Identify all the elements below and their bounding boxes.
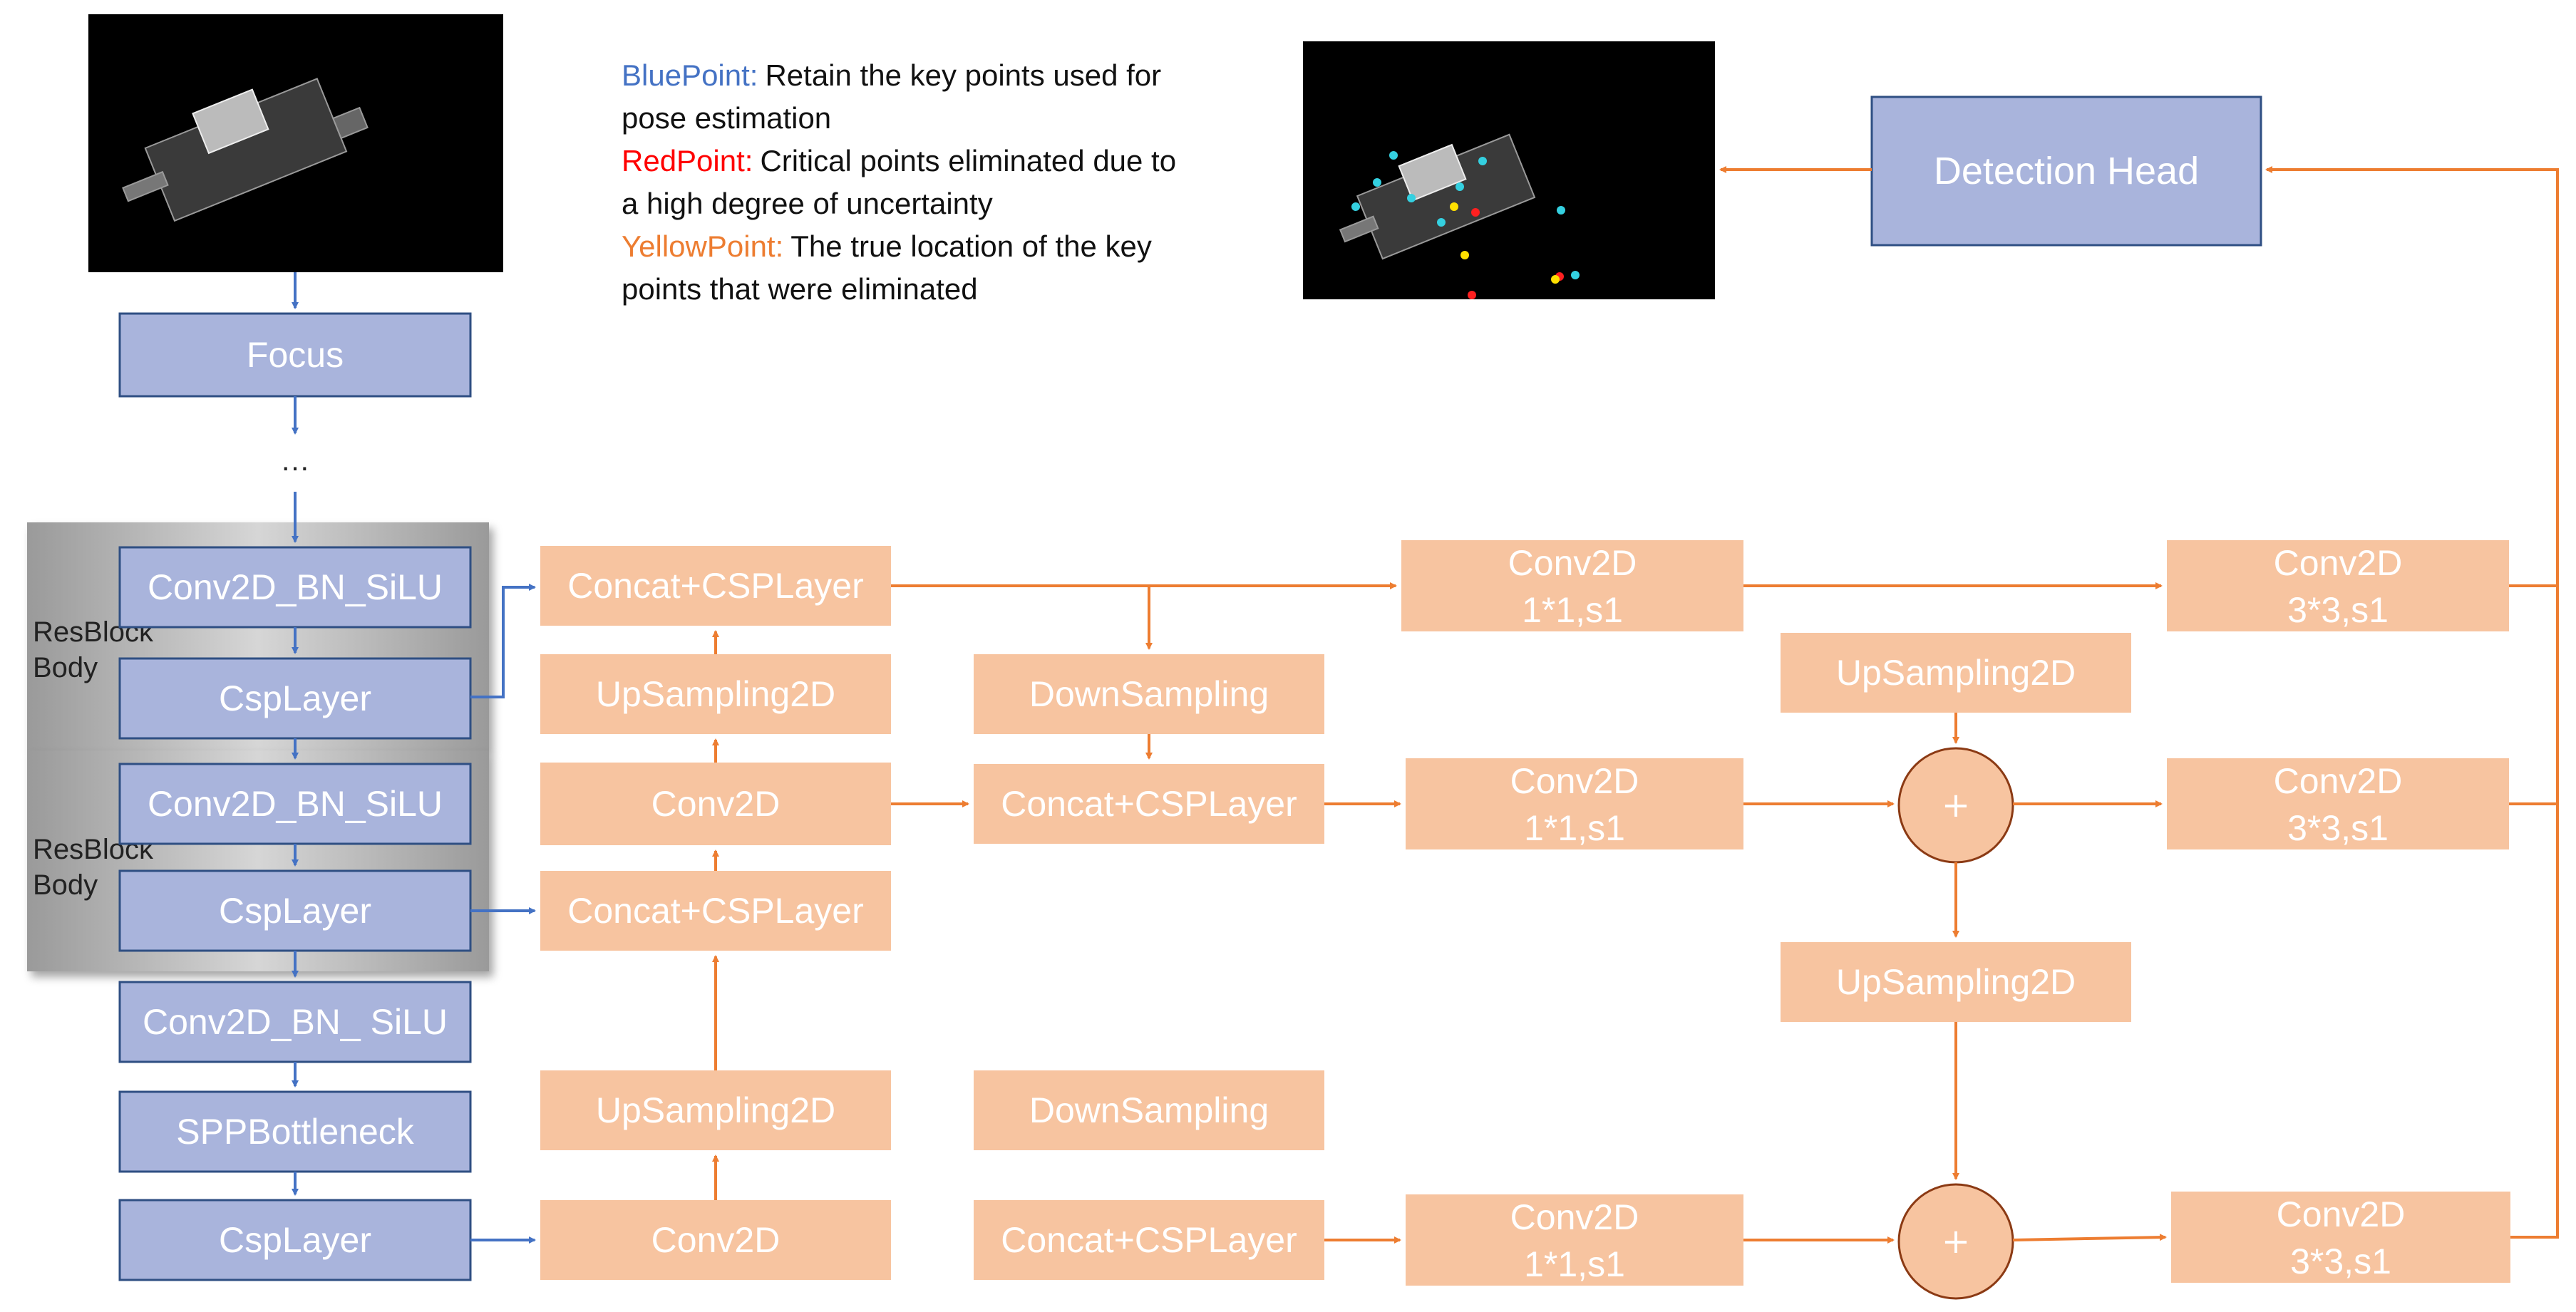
svg-text:Concat+CSPLayer: Concat+CSPLayer [567, 566, 864, 606]
resblock-label-2b: Body [33, 869, 98, 901]
backbone-arrows [292, 272, 536, 1244]
conv2d-1x1-box-top: Conv2D 1*1,s1 [1401, 540, 1743, 631]
csp-layer-box-3: CspLayer [118, 1199, 472, 1281]
svg-text:3*3,s1: 3*3,s1 [2290, 1241, 2391, 1281]
svg-text:DownSampling: DownSampling [1029, 1090, 1269, 1130]
red-keypoints [1468, 208, 1564, 299]
concat-csp-box-bottom: Concat+CSPLayer [974, 1200, 1324, 1280]
neck-arrows [712, 166, 2559, 1244]
upsampling-box-3: UpSampling2D [1781, 633, 2131, 713]
conv2d-bn-silu-box-1: Conv2D_BN_SiLU [118, 546, 472, 629]
svg-text:Conv2D_BN_SiLU: Conv2D_BN_SiLU [148, 784, 443, 824]
legend: BluePoint:Retain the key points used for… [622, 58, 1176, 306]
svg-text:UpSampling2D: UpSampling2D [596, 1090, 835, 1130]
upsampling-box-2: UpSampling2D [540, 1070, 891, 1150]
svg-text:3*3,s1: 3*3,s1 [2287, 590, 2389, 630]
concat-csp-box-mid: Concat+CSPLayer [540, 871, 891, 951]
svg-text:Detection Head: Detection Head [1934, 150, 2199, 192]
legend-blue-text-2: pose estimation [622, 101, 831, 135]
concat-csp-box-right: Concat+CSPLayer [974, 764, 1324, 844]
svg-text:+: + [1942, 785, 1970, 825]
input-image [88, 14, 503, 272]
svg-text:Conv2D: Conv2D [2277, 1194, 2406, 1234]
legend-yellow-text: The true location of the key [790, 229, 1152, 263]
svg-text:1*1,s1: 1*1,s1 [1522, 590, 1623, 630]
svg-text:Conv2D: Conv2D [1510, 1197, 1639, 1237]
svg-text:Conv2D: Conv2D [1510, 761, 1639, 801]
concat-csp-box-top: Concat+CSPLayer [540, 546, 891, 626]
svg-text:Conv2D: Conv2D [2274, 543, 2403, 583]
svg-text:DownSampling: DownSampling [1029, 674, 1269, 714]
conv2d-bn-silu-box-2: Conv2D_BN_SiLU [118, 763, 472, 845]
output-image [1303, 41, 1715, 299]
legend-yellow-text-2: points that were eliminated [622, 272, 978, 306]
downsampling-box-1: DownSampling [974, 654, 1324, 734]
svg-text:CspLayer: CspLayer [219, 1220, 371, 1260]
upsampling-box-4: UpSampling2D [1781, 942, 2131, 1022]
legend-blue-label: BluePoint: [622, 58, 758, 92]
focus-box: Focus [118, 312, 472, 398]
plus-op-2: + [1897, 1183, 2014, 1300]
conv2d-box-bottom: Conv2D [540, 1200, 891, 1280]
plus-op-1: + [1897, 747, 2014, 864]
spp-bottleneck-box: SPPBottleneck [118, 1090, 472, 1173]
conv2d-bn-silu-box-3: Conv2D_BN_ SiLU [118, 981, 472, 1063]
downsampling-box-2: DownSampling [974, 1070, 1324, 1150]
csp-layer-box-2: CspLayer [118, 869, 472, 952]
blue-keypoints [1351, 151, 1580, 279]
upsampling-box-1: UpSampling2D [540, 654, 891, 734]
svg-text:3*3,s1: 3*3,s1 [2287, 808, 2389, 848]
svg-text:SPPBottleneck: SPPBottleneck [176, 1112, 415, 1152]
svg-text:+: + [1942, 1221, 1970, 1261]
svg-text:Conv2D_BN_ SiLU: Conv2D_BN_ SiLU [143, 1002, 448, 1042]
svg-text:Concat+CSPLayer: Concat+CSPLayer [1001, 784, 1297, 824]
conv2d-1x1-box-mid: Conv2D 1*1,s1 [1406, 758, 1743, 849]
backbone: Focus … Conv2D_BN_SiLU CspLayer Conv2D_B… [118, 312, 472, 1281]
ellipsis: … [280, 443, 310, 477]
csp-layer-box-1: CspLayer [118, 657, 472, 740]
conv2d-box-mid: Conv2D [540, 763, 891, 845]
svg-text:UpSampling2D: UpSampling2D [1836, 653, 2076, 693]
yellow-keypoints [1450, 202, 1560, 284]
detection-head-box: Detection Head [1870, 95, 2262, 247]
svg-text:1*1,s1: 1*1,s1 [1524, 1244, 1625, 1284]
conv2d-3x3-box-bottom: Conv2D 3*3,s1 [2171, 1192, 2510, 1283]
resblock-label-1b: Body [33, 652, 98, 683]
legend-yellow-label: YellowPoint: [622, 229, 783, 263]
svg-text:Concat+CSPLayer: Concat+CSPLayer [567, 891, 864, 931]
svg-text:Conv2D: Conv2D [651, 1220, 780, 1260]
svg-text:Concat+CSPLayer: Concat+CSPLayer [1001, 1220, 1297, 1260]
conv2d-3x3-box-mid: Conv2D 3*3,s1 [2167, 758, 2509, 849]
svg-text:RedPoint:Critical points elimi: RedPoint:Critical points eliminated due … [622, 144, 1176, 177]
svg-text:Focus: Focus [247, 335, 344, 375]
conv2d-1x1-box-bottom: Conv2D 1*1,s1 [1406, 1194, 1743, 1286]
legend-blue-text: Retain the key points used for [765, 58, 1161, 92]
conv2d-3x3-box-top: Conv2D 3*3,s1 [2167, 540, 2509, 631]
svg-text:YellowPoint:The true location: YellowPoint:The true location of the key [622, 229, 1152, 263]
neck: Concat+CSPLayer UpSampling2D Conv2D Conc… [540, 540, 2510, 1300]
svg-text:CspLayer: CspLayer [219, 891, 371, 931]
svg-text:Conv2D: Conv2D [651, 784, 780, 824]
svg-text:Conv2D: Conv2D [1508, 543, 1637, 583]
svg-text:CspLayer: CspLayer [219, 678, 371, 718]
legend-red-text: Critical points eliminated due to [760, 144, 1176, 177]
svg-text:Conv2D: Conv2D [2274, 761, 2403, 801]
svg-text:UpSampling2D: UpSampling2D [1836, 962, 2076, 1002]
svg-text:BluePoint:Retain the key point: BluePoint:Retain the key points used for [622, 58, 1161, 92]
svg-text:1*1,s1: 1*1,s1 [1524, 808, 1625, 848]
legend-red-text-2: a high degree of uncertainty [622, 187, 993, 220]
legend-red-label: RedPoint: [622, 144, 753, 177]
svg-text:UpSampling2D: UpSampling2D [596, 674, 835, 714]
svg-text:Conv2D_BN_SiLU: Conv2D_BN_SiLU [148, 567, 443, 607]
